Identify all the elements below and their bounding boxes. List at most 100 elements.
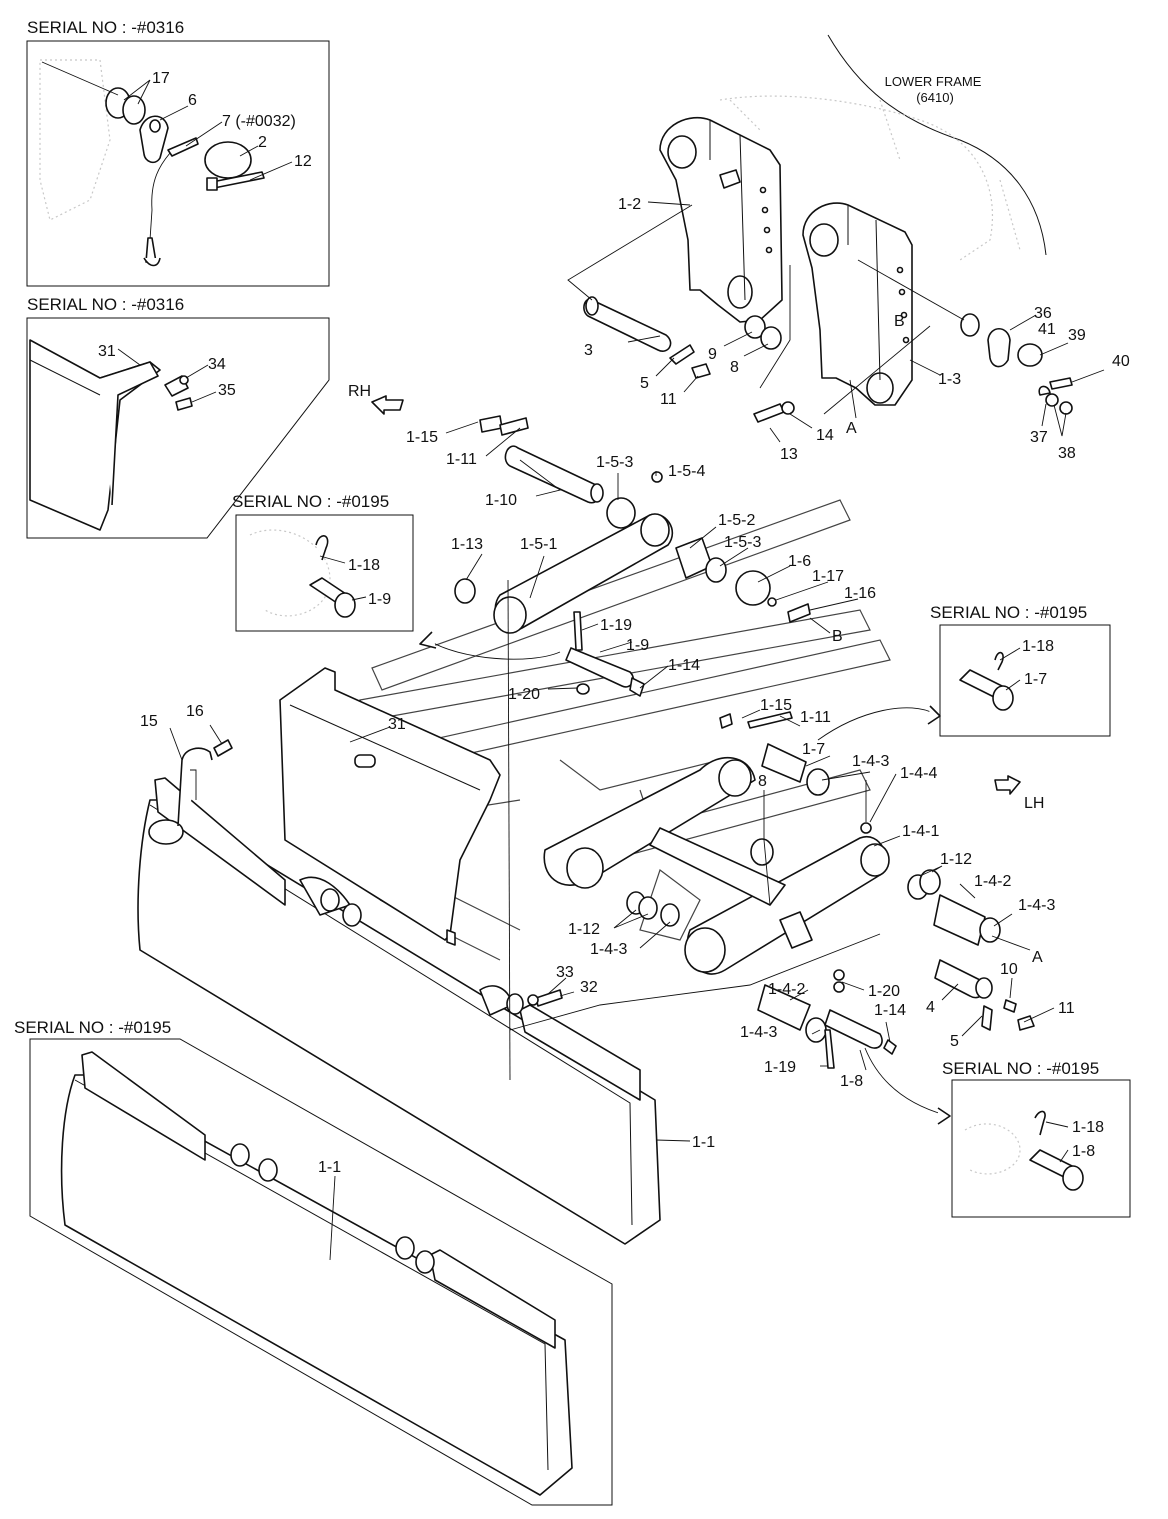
part-label: 16 bbox=[186, 703, 204, 720]
part-label: 6 bbox=[188, 92, 197, 109]
part-label: 1-18 bbox=[348, 557, 380, 574]
part-label: 1-9 bbox=[626, 637, 649, 654]
inset-center bbox=[235, 514, 414, 632]
part-label: 40 bbox=[1112, 353, 1130, 370]
part-label: 37 bbox=[1030, 429, 1048, 446]
part-label: 11 bbox=[1058, 1000, 1075, 1017]
part-label: 10 bbox=[1000, 961, 1018, 978]
part-label: 2 bbox=[258, 134, 267, 151]
inset-bottom-right bbox=[951, 1079, 1131, 1218]
part-label: 32 bbox=[580, 979, 598, 996]
inset-top-left bbox=[26, 40, 330, 287]
part-label: 1-12 bbox=[940, 851, 972, 868]
part-label: 1-4-2 bbox=[974, 873, 1011, 890]
part-label: 8 bbox=[730, 359, 739, 376]
serial-label-bottom-right: SERIAL NO : -#0195 bbox=[942, 1059, 1099, 1078]
part-label: 36 bbox=[1034, 305, 1052, 322]
part-labels: 17 6 7 (-#0032) 2 12 31 34 35 1-2 3 5 11… bbox=[98, 70, 1130, 1176]
part-label: B bbox=[832, 628, 843, 645]
serial-labels: SERIAL NO : -#0316 SERIAL NO : -#0316 SE… bbox=[14, 18, 1099, 1078]
part-label: 1-7 bbox=[1024, 671, 1047, 688]
part-label: 14 bbox=[816, 427, 834, 444]
part-label: 1-13 bbox=[451, 536, 483, 553]
part-label: 1-11 bbox=[446, 451, 477, 468]
inset-right-parts bbox=[959, 651, 1014, 711]
part-label: 38 bbox=[1058, 445, 1076, 462]
part-label: 1-20 bbox=[868, 983, 900, 1000]
part-label: 1-10 bbox=[485, 492, 517, 509]
part-label: 1-4-4 bbox=[900, 765, 937, 782]
part-label: 1-18 bbox=[1022, 638, 1054, 655]
rh-arrow bbox=[371, 395, 404, 415]
inset-bottom-left bbox=[29, 1038, 613, 1506]
part-label: 1-2 bbox=[618, 196, 641, 213]
lower-frame-label: LOWER FRAME bbox=[885, 74, 982, 89]
part-label: 1-9 bbox=[368, 591, 391, 608]
part-label: 1-4-1 bbox=[902, 823, 939, 840]
part-label: 35 bbox=[218, 382, 236, 399]
serial-label-right: SERIAL NO : -#0195 bbox=[930, 603, 1087, 622]
inset-mid-left bbox=[26, 317, 330, 539]
part-label: 31 bbox=[98, 343, 116, 360]
part-label: 31 bbox=[388, 716, 406, 733]
part-label: 1-18 bbox=[1072, 1119, 1104, 1136]
bracket-left bbox=[659, 116, 783, 323]
part-label: 1-19 bbox=[764, 1059, 796, 1076]
part-label: 8 bbox=[758, 773, 767, 790]
part-label: 1-16 bbox=[844, 585, 876, 602]
part-label: 9 bbox=[708, 346, 717, 363]
part-label: 12 bbox=[294, 153, 312, 170]
serial-label-top-left: SERIAL NO : -#0316 bbox=[27, 18, 184, 37]
inset-right bbox=[939, 624, 1111, 737]
part-label: 1-3 bbox=[938, 371, 961, 388]
inset-ml-parts bbox=[29, 339, 193, 531]
middle-arm-assembly bbox=[419, 415, 811, 697]
lower-frame-outline bbox=[827, 34, 1047, 256]
part-label: 39 bbox=[1068, 327, 1086, 344]
part-label: 1-15 bbox=[406, 429, 438, 446]
part-label: 5 bbox=[640, 375, 649, 392]
direction-arrows bbox=[371, 395, 1021, 1125]
frame-labels: LOWER FRAME (6410) bbox=[885, 74, 982, 105]
part-label: 5 bbox=[950, 1033, 959, 1050]
leader-lines bbox=[41, 61, 1105, 1261]
lh-label: LH bbox=[1024, 795, 1044, 812]
part-label: 1-15 bbox=[760, 697, 792, 714]
part-label: B bbox=[894, 313, 905, 330]
lower-frame-code: (6410) bbox=[916, 90, 954, 105]
serial-label-mid-left: SERIAL NO : -#0316 bbox=[27, 295, 184, 314]
part-label: 1-8 bbox=[1072, 1143, 1095, 1160]
part-label: 4 bbox=[926, 999, 935, 1016]
part-label: 1-5-3 bbox=[596, 454, 633, 471]
inset-tl-parts bbox=[105, 87, 265, 267]
serial-label-bottom-left: SERIAL NO : -#0195 bbox=[14, 1018, 171, 1037]
part-label: 1-5-1 bbox=[520, 536, 557, 553]
part-label: 1-17 bbox=[812, 568, 844, 585]
lower-arm-assembly bbox=[543, 711, 1035, 1069]
part-label: 1-7 bbox=[802, 741, 825, 758]
part-label: 1-4-3 bbox=[852, 753, 889, 770]
part-label: 13 bbox=[780, 446, 798, 463]
part-label: 1-4-2 bbox=[768, 981, 805, 998]
part-label: 1-11 bbox=[800, 709, 831, 726]
part-label: 1-19 bbox=[600, 617, 632, 634]
part-label: 1-8 bbox=[840, 1073, 863, 1090]
part-label: 1-4-3 bbox=[590, 941, 627, 958]
part-label: 1-1 bbox=[318, 1159, 341, 1176]
serial-label-center: SERIAL NO : -#0195 bbox=[232, 492, 389, 511]
part-label: 1-14 bbox=[874, 1002, 906, 1019]
part-label: A bbox=[1032, 949, 1043, 966]
part-label: 1-1 bbox=[692, 1134, 715, 1151]
dozer-blade-inset bbox=[60, 1051, 573, 1496]
part-label: 1-5-3 bbox=[724, 534, 761, 551]
part-label: 1-20 bbox=[508, 686, 540, 703]
part-label: 1-6 bbox=[788, 553, 811, 570]
part-label: 1-14 bbox=[668, 657, 700, 674]
part-label: 1-12 bbox=[568, 921, 600, 938]
direction-labels: RH LH bbox=[348, 383, 1044, 812]
lh-arrow bbox=[994, 775, 1021, 795]
dozer-blade-main bbox=[137, 777, 661, 1245]
part-label: 1-4-3 bbox=[740, 1024, 777, 1041]
